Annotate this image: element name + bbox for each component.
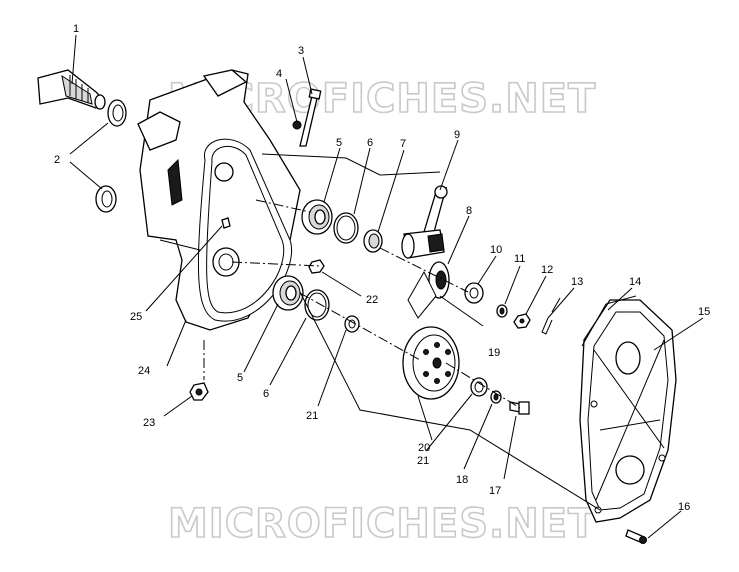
callout-3: 3 xyxy=(298,45,304,57)
callout-1: 1 xyxy=(73,23,79,35)
part-12-nut xyxy=(513,313,531,329)
part-23-drain-plug xyxy=(189,382,209,401)
callout-16: 16 xyxy=(678,501,690,513)
part-21-washer-upper xyxy=(344,315,360,333)
callout-25: 25 xyxy=(130,311,142,323)
part-9-tensioner-arm xyxy=(401,185,448,259)
part-22-nut xyxy=(308,259,325,274)
leader-lines xyxy=(69,34,704,539)
callout-15: 15 xyxy=(698,306,710,318)
callout-labels: 1 2 3 4 5 5 6 6 7 8 9 10 11 12 13 14 15 … xyxy=(54,23,710,513)
part-5-bearing-upper xyxy=(301,199,333,235)
callout-23: 23 xyxy=(143,417,155,429)
part-13-cotter-pin xyxy=(541,317,553,335)
callout-13: 13 xyxy=(571,276,583,288)
callout-5-upper: 5 xyxy=(336,137,342,149)
callout-6-upper: 6 xyxy=(367,137,373,149)
callout-6-lower: 6 xyxy=(263,388,269,400)
part-15-chaincase-cover xyxy=(579,299,677,523)
part-7-seal xyxy=(363,229,383,253)
callout-11: 11 xyxy=(514,253,525,265)
callout-21-lower: 21 xyxy=(417,455,429,467)
callout-5-lower: 5 xyxy=(237,372,243,384)
part-8-top-sprocket xyxy=(428,261,450,299)
callout-24: 24 xyxy=(138,365,150,377)
part-3-bolt xyxy=(299,88,322,147)
watermark-bottom: MICROFICHES.NET xyxy=(168,501,596,547)
alignment-lines xyxy=(203,153,601,511)
part-4-washer xyxy=(292,120,302,130)
callout-14: 14 xyxy=(629,276,641,288)
part-11-washer xyxy=(496,304,508,318)
part-2-seal-lower xyxy=(95,185,117,213)
part-5-bearing-lower xyxy=(272,275,304,311)
part-14-gasket xyxy=(581,295,637,347)
callout-2: 2 xyxy=(54,154,60,166)
callout-10: 10 xyxy=(490,244,502,256)
callout-9: 9 xyxy=(454,129,460,141)
callout-19: 19 xyxy=(488,347,500,359)
part-17-bolt xyxy=(509,401,530,415)
part-6-oring-lower xyxy=(304,289,330,321)
part-18-washer xyxy=(490,390,502,404)
part-1-driveshaft xyxy=(37,69,106,110)
part-16-screw xyxy=(625,529,647,544)
callout-8: 8 xyxy=(466,205,472,217)
callout-7: 7 xyxy=(400,138,406,150)
callout-12: 12 xyxy=(541,264,553,276)
part-2-seal-upper xyxy=(107,99,127,127)
part-25-pin xyxy=(221,217,231,229)
chaincase-housing xyxy=(137,69,301,331)
part-20-lower-sprocket xyxy=(402,326,460,400)
callout-17: 17 xyxy=(489,485,501,497)
callout-22: 22 xyxy=(366,294,378,306)
part-21-washer-lower xyxy=(470,377,488,397)
callout-21-upper: 21 xyxy=(306,410,318,422)
part-6-oring-upper xyxy=(333,212,359,244)
part-10-washer xyxy=(464,282,484,304)
callout-20: 20 xyxy=(418,442,430,454)
callout-4: 4 xyxy=(276,68,282,80)
callout-18: 18 xyxy=(456,474,468,486)
part-19-chain xyxy=(407,270,437,319)
